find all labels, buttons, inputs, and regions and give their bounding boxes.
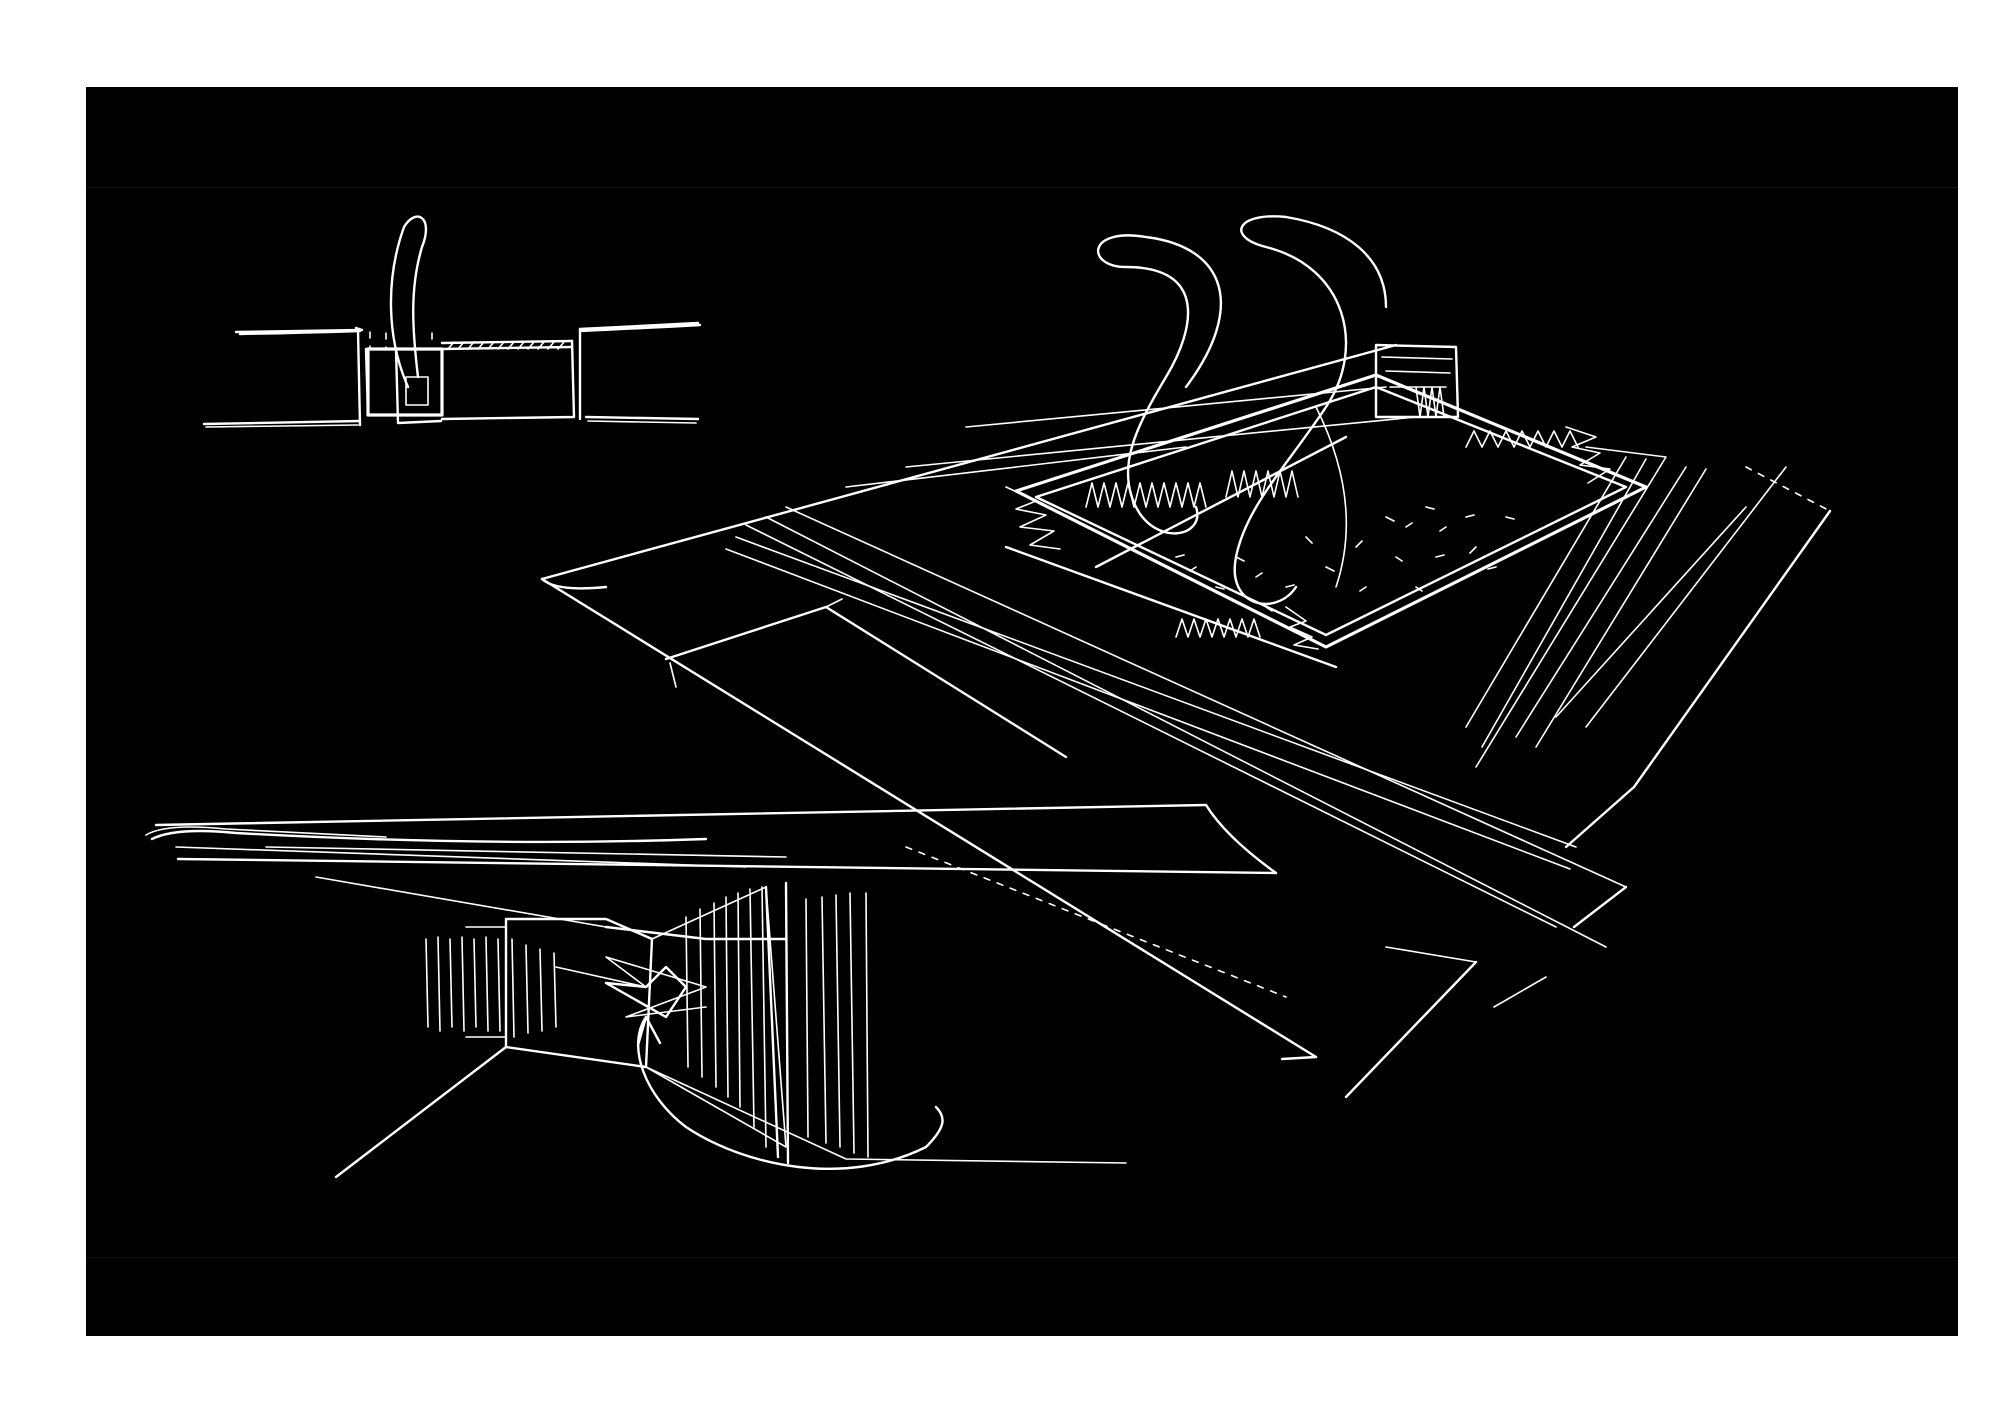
- sketch-canvas: [145, 215, 1832, 1179]
- sheet-band-top: [86, 187, 1958, 188]
- aerial-perspective-sketch: [540, 215, 1832, 1099]
- sheet-band-bottom: [86, 1257, 1958, 1258]
- dashed-connector: [905, 846, 1287, 998]
- section-sketch: [202, 215, 702, 428]
- perspective-sketch: [145, 803, 1278, 1179]
- drawing-sheet: [86, 87, 1958, 1336]
